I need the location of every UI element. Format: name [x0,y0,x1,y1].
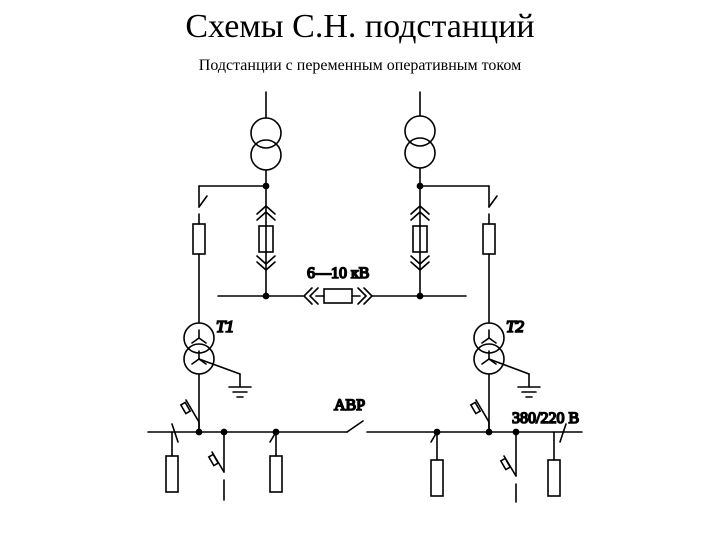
lv-feeder-6 [547,431,561,497]
t2-label: T2 [506,317,524,336]
lv-feeder-5 [499,428,520,503]
lv-feeder-2 [207,428,228,501]
auxiliary-transformer-t1 [183,322,241,433]
lv-feeder-3 [269,428,283,493]
input-breaker-left [179,399,203,436]
withdrawable-breaker-left [256,204,276,272]
lv-feeder-4 [430,428,444,497]
auxiliary-feeder-left [192,185,267,324]
page-title: Схемы С.Н. подстанций [185,8,535,45]
withdrawable-breaker-right [410,204,430,272]
ground-right-symbol [517,373,541,398]
page-subtitle: Подстанции с переменным оперативным токо… [198,57,522,74]
hv-bus [217,287,467,305]
hv-bus-label: 6—10 кВ [307,265,369,282]
ground-left-symbol [228,373,252,398]
input-breaker-right [469,399,493,436]
main-transformer-left [250,91,282,297]
main-transformer-right [404,91,436,297]
t1-label: T1 [216,317,234,336]
lv-feeder-1 [165,431,179,493]
lv-bus [147,420,583,443]
auxiliary-feeder-right [419,185,498,324]
lv-bus-label: 380/220 В [512,410,579,427]
auxiliary-transformer-t2 [473,322,530,433]
avr-label: АВР [334,397,365,414]
